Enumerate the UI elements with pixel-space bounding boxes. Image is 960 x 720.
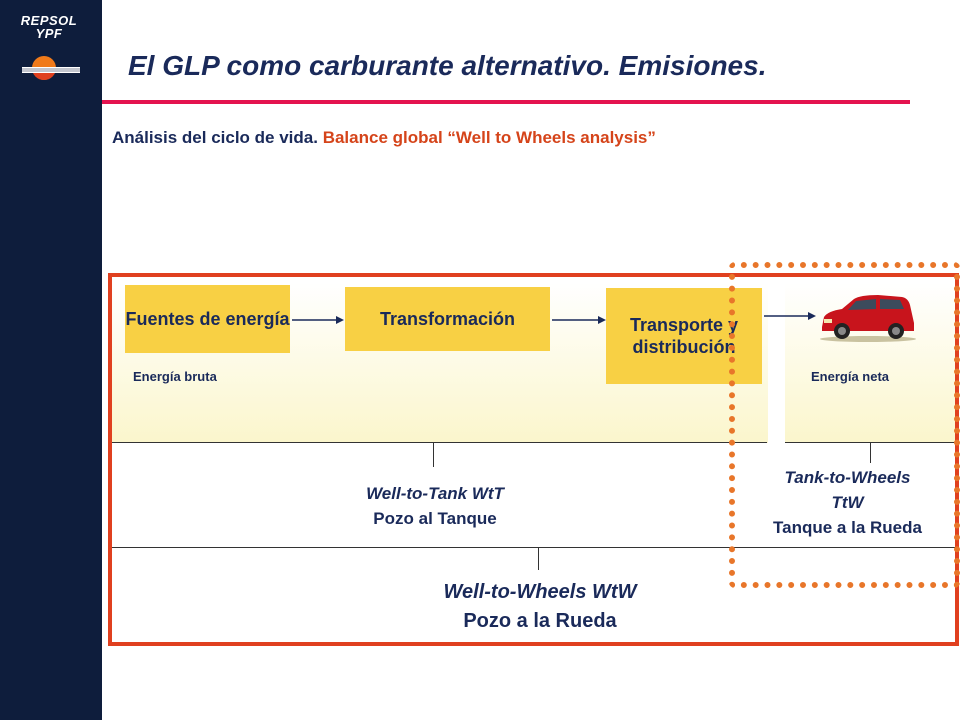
wtw-label-line1: Well-to-Wheels WtW — [443, 581, 637, 603]
arrow-right-icon — [292, 316, 344, 324]
wtw-scope-line — [112, 547, 955, 548]
box-energy-sources: Fuentes de energía — [125, 285, 290, 353]
ttw-label-line3: Tanque a la Rueda — [773, 518, 922, 537]
ttw-label-line2: TtW — [831, 493, 864, 512]
sidebar: REPSOL YPF — [0, 0, 102, 720]
wtw-tick — [538, 548, 539, 570]
ttw-label-line1: Tank-to-Wheels — [784, 468, 911, 487]
arrow-right-icon — [764, 312, 816, 320]
wtt-tick — [433, 443, 434, 467]
page-title: El GLP como carburante alternativo. Emis… — [128, 50, 767, 81]
ttw-label: Tank-to-Wheels TtW Tanque a la Rueda — [735, 465, 960, 540]
arrow-right-icon — [552, 316, 606, 324]
subtitle-part2: Balance global “Well to Wheels analysis” — [322, 128, 656, 147]
ttw-tick — [870, 443, 871, 463]
wtt-label-line1: Well-to-Tank WtT — [366, 484, 504, 503]
logo-text-line1: REPSOL — [20, 13, 78, 28]
ttw-highlight-frame — [729, 262, 960, 588]
energy-net-label: Energía neta — [811, 369, 890, 384]
wtw-label-line2: Pozo a la Rueda — [463, 610, 617, 632]
wtw-label: Well-to-Wheels WtW Pozo a la Rueda — [380, 578, 700, 636]
logo-text-line2: YPF — [35, 26, 63, 41]
wtt-label: Well-to-Tank WtT Pozo al Tanque — [300, 481, 570, 531]
title-underline — [102, 100, 910, 104]
subtitle: Análisis del ciclo de vida. Balance glob… — [112, 128, 656, 148]
energy-raw-label: Energía bruta — [133, 369, 217, 384]
box-transformation: Transformación — [345, 287, 550, 351]
repsol-logo-icon — [22, 56, 80, 80]
wtt-scope-line — [112, 442, 767, 443]
ttw-scope-line — [785, 442, 955, 443]
wtt-label-line2: Pozo al Tanque — [373, 509, 497, 528]
car-icon — [820, 295, 916, 342]
subtitle-part1: Análisis del ciclo de vida. — [112, 128, 318, 147]
box-transport: Transporte y distribución — [606, 288, 762, 384]
